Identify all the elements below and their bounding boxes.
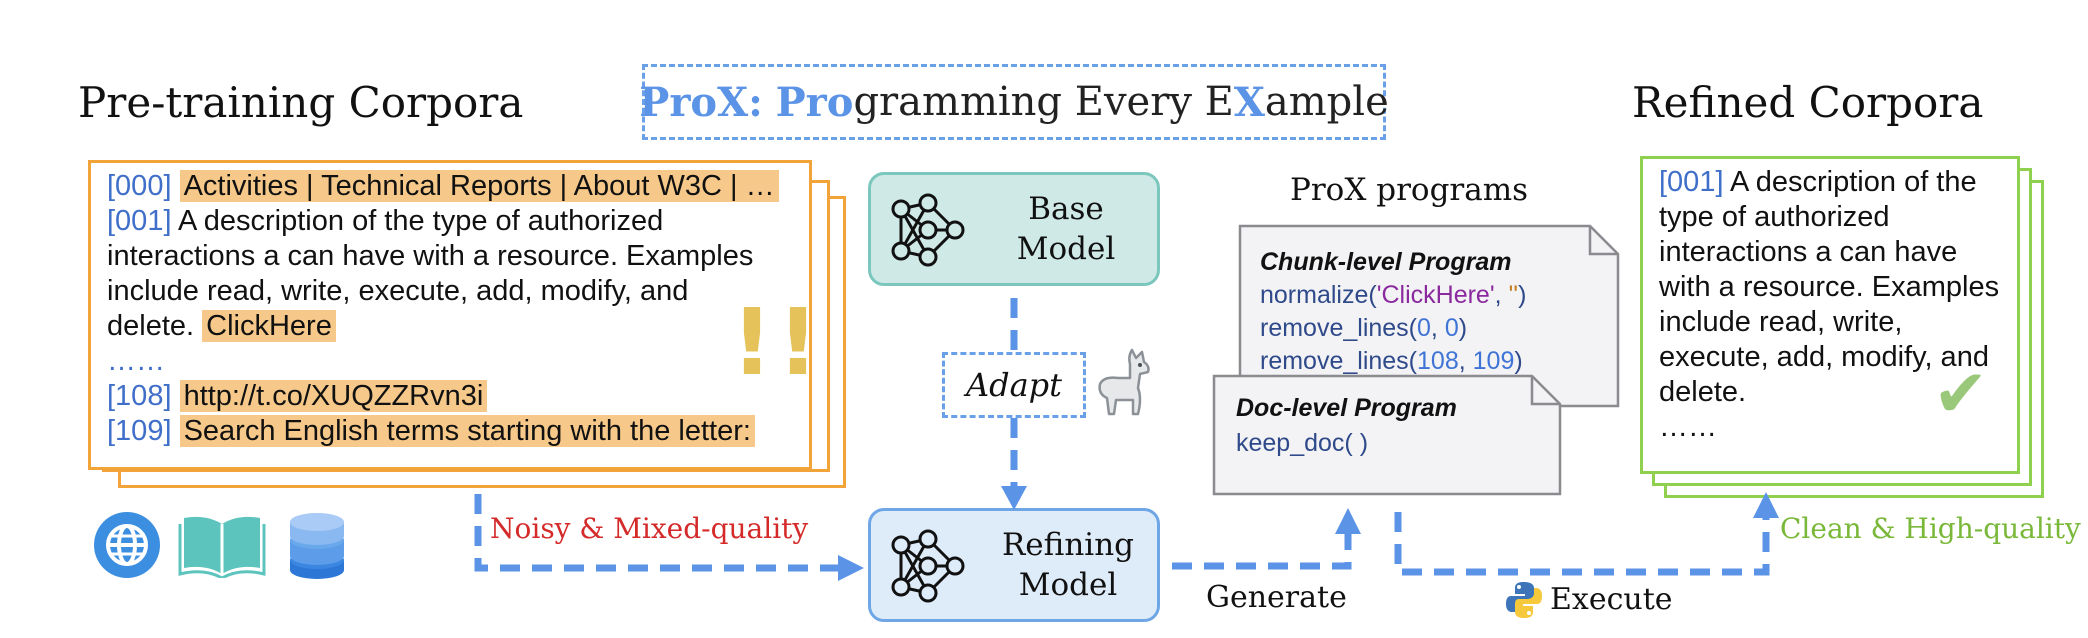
refining-model-label: Refining Model — [1001, 527, 1135, 603]
chunk-level-program: Chunk-level Program normalize('ClickHere… — [1260, 248, 1526, 376]
database-icon — [290, 513, 344, 579]
arrowhead — [1753, 492, 1779, 518]
refined-line: include read, write, — [1659, 306, 1903, 338]
chunk-program-header: Chunk-level Program — [1260, 248, 1512, 276]
doc-line-000: [000] Activities | Technical Reports | A… — [107, 169, 779, 204]
pretraining-corpora-title: Pre-training Corpora — [78, 78, 524, 127]
doc-program-card-shape — [1212, 374, 1562, 496]
doc-level-program: Doc-level Program keep_doc( ) — [1236, 394, 1457, 458]
doc-line-003: include read, write, execute, add, modif… — [107, 275, 689, 307]
arrowhead — [1001, 486, 1027, 510]
llama-icon — [1098, 348, 1150, 416]
noisy-label: Noisy & Mixed-quality — [490, 512, 809, 545]
base-model-label: Base Model — [1016, 191, 1116, 267]
doc-program-header: Doc-level Program — [1236, 394, 1457, 422]
remove-lines-1: remove_lines(0, 0) — [1260, 314, 1468, 342]
refined-line: with a resource. Examples — [1659, 271, 2000, 303]
neural-network-icon — [891, 193, 965, 267]
clean-label: Clean & High-quality — [1780, 512, 2081, 545]
refined-line: type of authorized — [1659, 201, 1890, 233]
refined-line-first: [001] A description of the — [1659, 166, 1977, 198]
python-icon — [1506, 582, 1542, 618]
refined-document: [001] A description of the type of autho… — [1640, 156, 2020, 474]
doc-line-108: [108] http://t.co/XUQZZRvn3i — [107, 379, 488, 414]
keep-doc-line: keep_doc( ) — [1236, 429, 1369, 457]
doc-line-ellipsis: …… — [107, 345, 165, 377]
corpus-document: [000] Activities | Technical Reports | A… — [88, 160, 819, 470]
generate-label: Generate — [1206, 580, 1347, 615]
noisy-header-text: Activities | Technical Reports | About W… — [179, 170, 779, 202]
normalize-line: normalize('ClickHere', '') — [1260, 281, 1527, 309]
globe-icon — [94, 512, 160, 578]
doc-line-004: delete. ClickHere — [107, 309, 336, 344]
doc-line-001: [001] A description of the type of autho… — [107, 205, 664, 237]
arrowhead — [838, 555, 864, 581]
book-icon — [178, 516, 266, 578]
check-icon: ✔ — [1933, 355, 1989, 432]
refined-line: interactions a can have — [1659, 236, 1958, 268]
execute-label: Execute — [1550, 582, 1673, 617]
prox-programs-title: ProX programs — [1290, 172, 1529, 208]
clickhere-highlight: ClickHere — [202, 310, 336, 342]
doc-line-002: interactions a can have with a resource.… — [107, 240, 754, 272]
doc-line-109: [109] Search English terms starting with… — [107, 414, 755, 449]
neural-network-icon — [891, 529, 965, 603]
remove-lines-2: remove_lines(108, 109) — [1260, 347, 1523, 375]
refined-line: delete. — [1659, 376, 1747, 408]
adapt-label: Adapt — [942, 352, 1086, 418]
arrowhead — [1335, 508, 1361, 534]
refined-line: execute, add, modify, and — [1659, 341, 1989, 373]
warning-marks: !! — [731, 289, 823, 396]
refined-corpora-title: Refined Corpora — [1632, 78, 1984, 127]
base-model-box: Base Model — [868, 172, 1160, 286]
refined-ellipsis: …… — [1659, 411, 1717, 443]
refining-model-box: Refining Model — [868, 508, 1160, 622]
